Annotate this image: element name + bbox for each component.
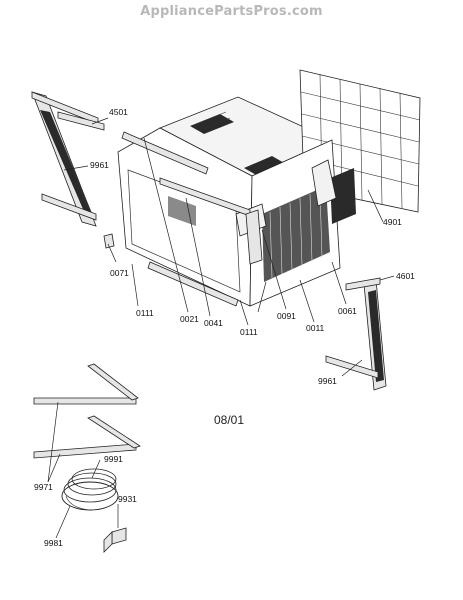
part-labels: 4501 9961 4901 0071 0111 0021 0041 0111 … bbox=[34, 107, 415, 548]
part-label-4501: 4501 bbox=[109, 107, 128, 117]
bracket-0071 bbox=[103, 233, 115, 249]
date-code: 08/01 bbox=[214, 413, 244, 427]
part-label-0111-left: 0111 bbox=[136, 308, 154, 318]
part-label-4901: 4901 bbox=[383, 217, 402, 227]
part-label-9961-left: 9961 bbox=[90, 160, 109, 170]
part-label-9991: 9991 bbox=[104, 454, 123, 464]
support-bracket-upper bbox=[33, 363, 139, 405]
part-label-0011: 0011 bbox=[306, 323, 325, 333]
cabinet-rails bbox=[121, 131, 263, 307]
part-label-0091: 0091 bbox=[277, 311, 296, 321]
part-label-0111-right: 0111 bbox=[240, 327, 258, 337]
support-bracket-lower bbox=[33, 415, 141, 459]
foam-seal-coil bbox=[61, 468, 119, 511]
watermark: AppliancePartsPros.com bbox=[140, 4, 323, 19]
part-label-0021: 0021 bbox=[180, 314, 199, 324]
right-side-curtain bbox=[325, 277, 387, 391]
part-label-9961-right: 9961 bbox=[318, 376, 337, 386]
part-label-9971: 9971 bbox=[34, 482, 53, 492]
part-label-4601: 4601 bbox=[396, 271, 415, 281]
curtain-top-rail bbox=[57, 111, 105, 131]
part-label-9931: 9931 bbox=[118, 494, 137, 504]
part-label-9981: 9981 bbox=[44, 538, 63, 548]
part-label-0061: 0061 bbox=[338, 306, 357, 316]
leader-lines bbox=[47, 117, 395, 539]
part-label-0071: 0071 bbox=[110, 268, 129, 278]
left-side-curtain bbox=[31, 91, 99, 227]
angle-bracket-9931 bbox=[103, 527, 127, 553]
part-label-0041: 0041 bbox=[204, 318, 223, 328]
